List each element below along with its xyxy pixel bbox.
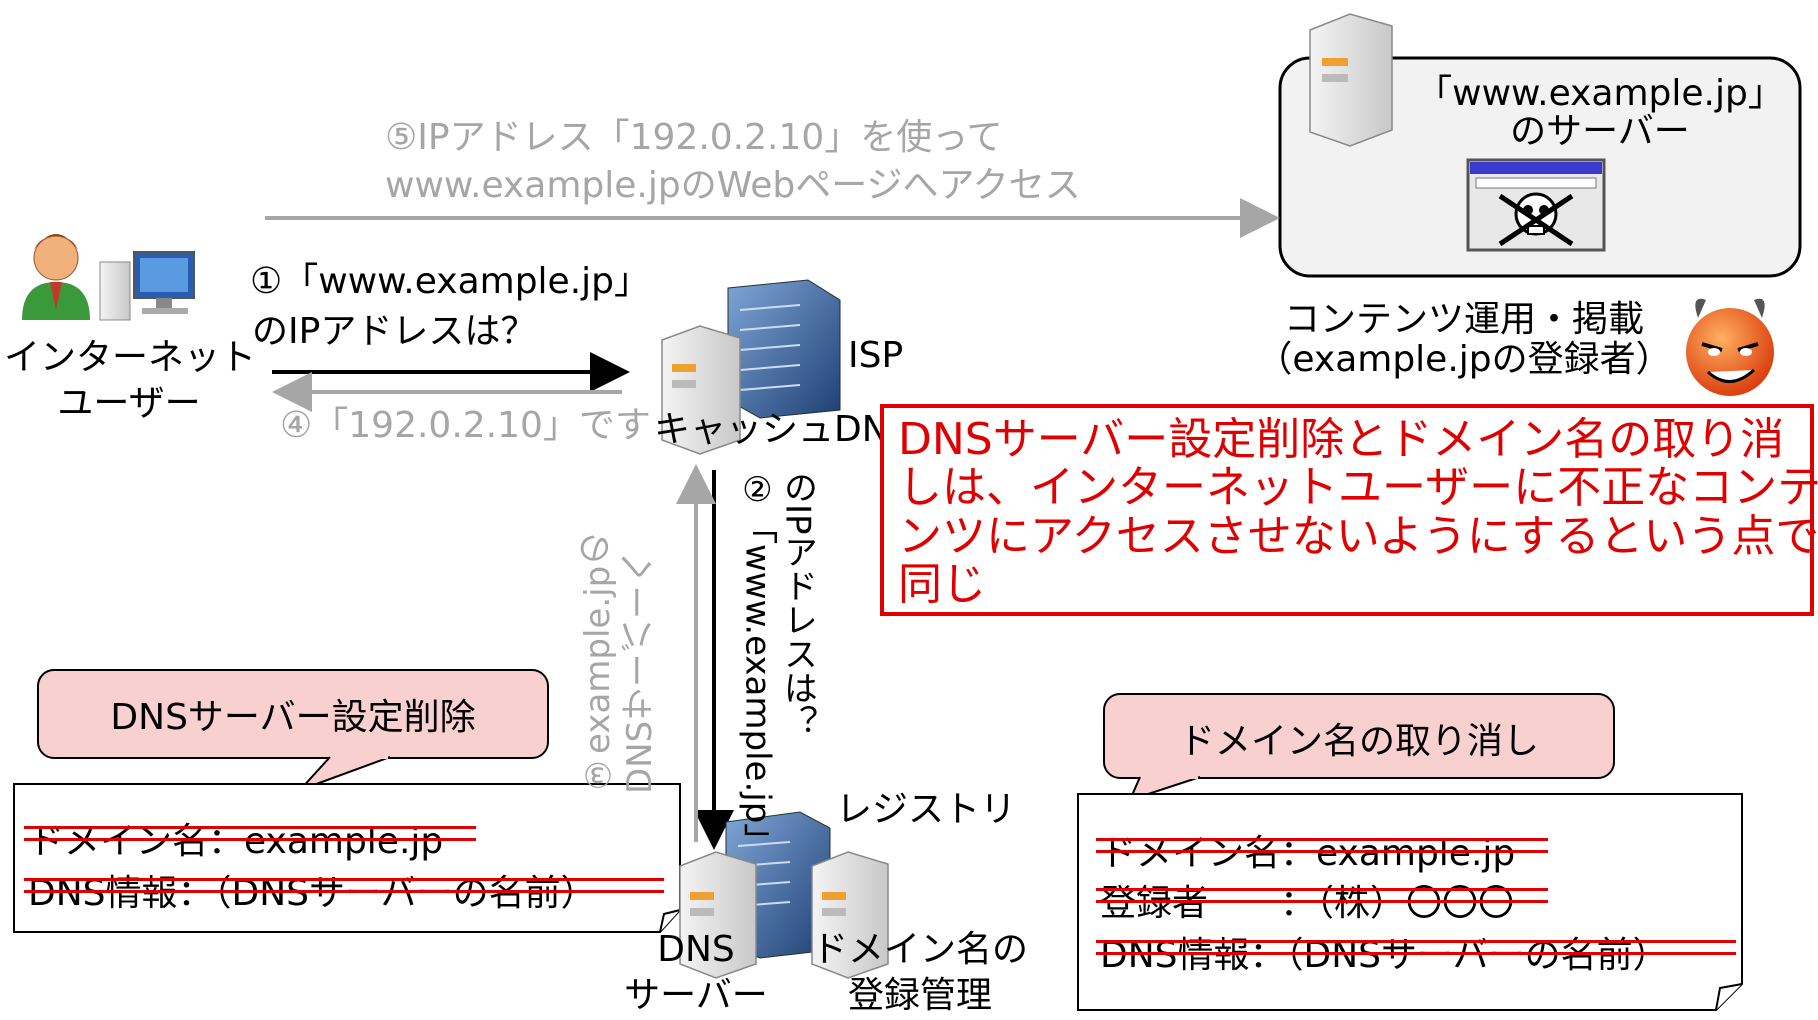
note-left-shape <box>13 783 681 933</box>
left-note-strike1b <box>24 838 476 841</box>
dns-server-label-line2: サーバー <box>624 975 768 1016</box>
dns-server-icon <box>679 851 757 979</box>
step2-label-line2: のIPアドレスは？ <box>777 470 818 739</box>
red-note-line1: DNSサーバー設定削除とドメイン名の取り消 <box>898 414 1785 465</box>
step5-label-line1: ⑤IPアドレス「192.0.2.10」を使って <box>385 117 1003 158</box>
right-note-strike3b <box>1096 952 1736 955</box>
step3-label-line1: ③example.jpの <box>578 531 618 794</box>
red-note-box: DNSサーバー設定削除とドメイン名の取り消 しは、インターネットユーザーに不正な… <box>880 404 1818 616</box>
right-note-strike2a <box>1096 888 1548 891</box>
cache-dns-label: キャッシュDN <box>654 409 889 450</box>
right-note-strike3a <box>1096 940 1736 943</box>
user-person-icon <box>22 234 90 320</box>
red-note-line2: しは、インターネットユーザーに不正なコンテ <box>898 462 1818 514</box>
malicious-page-icon <box>1466 158 1606 252</box>
domain-registry-server-icon <box>811 851 889 979</box>
isp-building-icon <box>727 279 841 419</box>
dns-server-label-line1: DNS <box>657 929 735 970</box>
devil-attacker-icon <box>1686 298 1774 396</box>
callout-right-text: ドメイン名の取り消し <box>1178 721 1539 762</box>
step1-label-line2: のIPアドレスは？ <box>252 311 537 352</box>
callout-left-shape <box>37 669 549 791</box>
registry-label: レジストリ <box>836 789 1017 830</box>
step2-label-line1: ②「www.example.jp」 <box>737 470 778 858</box>
red-note-line4: 同じ <box>898 559 986 611</box>
right-note-strike1a <box>1096 838 1548 841</box>
left-note-strike2b <box>24 890 664 893</box>
attacker-label-line1: コンテンツ運用・掲載 <box>1283 299 1644 340</box>
server-box-label-line1: 「www.example.jp」 <box>1416 73 1784 114</box>
left-note-strike1a <box>24 826 476 829</box>
user-label-line1: インターネット <box>4 337 257 378</box>
red-note-line3: ンツにアクセスさせないようにするという点で <box>898 510 1818 562</box>
attacker-label-line2: （example.jpの登録者） <box>1256 339 1672 380</box>
domain-reg-label-line2: 登録管理 <box>847 975 992 1016</box>
server-box-label-line2: のサーバー <box>1510 111 1690 152</box>
step4-label: ④「192.0.2.10」です <box>280 405 651 446</box>
right-note-strike2b <box>1096 900 1548 903</box>
domain-reg-label-line1: ドメイン名の <box>811 929 1028 970</box>
isp-label: ISP <box>848 335 904 376</box>
step3-label-line2: DNSサーバーへ <box>620 550 660 794</box>
left-note-strike2a <box>24 878 664 881</box>
web-server-icon <box>1309 13 1393 147</box>
user-computer-icon <box>99 251 195 321</box>
step1-label-line1: ①「www.example.jp」 <box>250 261 650 302</box>
isp-server-icon <box>661 325 741 455</box>
right-note-strike1b <box>1096 850 1548 853</box>
callout-left-text: DNSサーバー設定削除 <box>110 697 476 738</box>
user-label-line2: ユーザー <box>57 383 201 424</box>
step5-label-line2: www.example.jpのWebページへアクセス <box>385 165 1081 206</box>
